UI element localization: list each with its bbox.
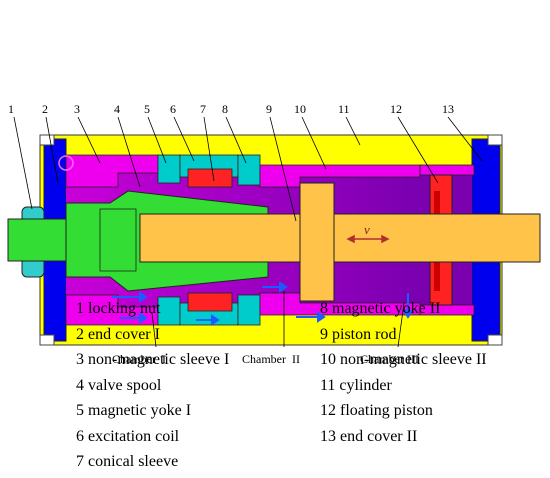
callout-1: 1 <box>8 102 14 116</box>
legend-item-non-magnetic-sleeve-2: 10 non-magnetic sleeve II <box>320 351 487 368</box>
legend-column-left: 1 locking nut 2 end cover I 3 non-magnet… <box>76 296 229 475</box>
bolt-top-left <box>39 134 55 146</box>
legend-item-non-magnetic-sleeve-1: 3 non-magnetic sleeve I <box>76 351 230 368</box>
legend-column-right: 8 magnetic yoke II 9 piston rod 10 non-m… <box>320 296 487 449</box>
legend-item-conical-sleeve: 7 conical sleeve <box>76 453 179 470</box>
bolt-top-right <box>487 134 503 146</box>
chamber-1-label: Chamber I <box>112 352 166 366</box>
locking-screw <box>58 155 74 171</box>
legend-item-end-cover-1: 2 end cover I <box>76 325 160 343</box>
floating-piston-seal-2 <box>434 261 440 291</box>
floating-piston-seal-1 <box>434 191 440 221</box>
bolt-bottom-left <box>39 334 55 346</box>
excitation-coil-bottom <box>187 292 233 312</box>
legend-item-floating-piston: 12 floating piston <box>320 402 433 419</box>
magnetic-yoke-2-top <box>237 154 261 186</box>
legend-item-magnetic-yoke-2: 8 magnetic yoke II <box>320 300 441 317</box>
flow-arrows <box>112 281 414 326</box>
legend-item-magnetic-yoke-1: 5 magnetic yoke I <box>76 402 192 419</box>
legend-item-locking-nut: 1 locking nut <box>76 300 161 317</box>
callout-13: 13 <box>442 102 454 116</box>
legend-item-valve-spool: 4 valve spool <box>76 376 162 394</box>
locking-nut-shaft <box>7 218 67 262</box>
callout-6: 6 <box>170 102 176 116</box>
legend-item-excitation-coil: 6 excitation coil <box>76 427 180 445</box>
excitation-coil-top <box>187 168 233 188</box>
legend-item-cylinder: 11 cylinder <box>320 376 392 394</box>
callout-12: 12 <box>390 102 402 116</box>
piston-head <box>299 182 335 302</box>
velocity-label: v <box>364 222 370 237</box>
callout-8: 8 <box>222 102 228 116</box>
legend-item-piston-rod: 9 piston rod <box>320 325 397 343</box>
chamber-2-label: Chamber II <box>242 352 300 366</box>
component-legend: 1 locking nut 2 end cover I 3 non-magnet… <box>0 296 550 478</box>
callout-10: 10 <box>294 102 306 116</box>
callout-2: 2 <box>42 102 48 116</box>
callout-7: 7 <box>200 102 206 116</box>
callout-11: 11 <box>338 102 350 116</box>
callout-4: 4 <box>114 102 120 116</box>
piston-rod <box>139 213 541 263</box>
magnetic-yoke-1-top <box>157 154 181 184</box>
callout-9: 9 <box>266 102 272 116</box>
legend-item-end-cover-2: 13 end cover II <box>320 427 418 445</box>
bolt-bottom-right <box>487 334 503 346</box>
valve-spool-tip <box>99 208 137 272</box>
callout-3: 3 <box>74 102 80 116</box>
velocity-arrow <box>346 234 390 244</box>
callout-5: 5 <box>144 102 150 116</box>
chamber-3-label: Chamber III <box>360 352 419 366</box>
callout-leaders <box>13 116 483 348</box>
